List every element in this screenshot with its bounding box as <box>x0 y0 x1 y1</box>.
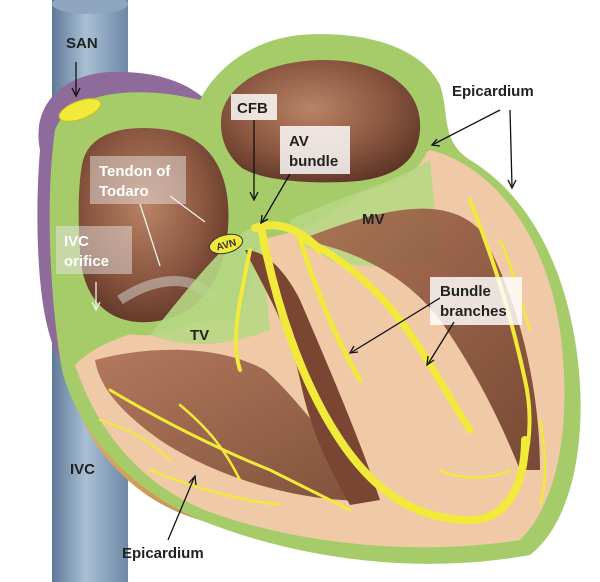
epicardium-top-arrowhead-1 <box>430 138 441 147</box>
bundle-branch-arrow-1 <box>351 297 441 353</box>
av-bundle-label-box <box>280 126 350 174</box>
ivc-orifice-label-line1: IVC <box>64 233 89 250</box>
epicardium-top-arrow-2 <box>509 109 513 187</box>
bundle-branches-label-line2: branches <box>440 303 507 320</box>
cfb-label-box <box>231 94 277 120</box>
mitral-valve-label: MV <box>362 211 385 228</box>
ivc-label: IVC <box>70 461 95 478</box>
epicardium-bottom-label: Epicardium <box>122 545 204 562</box>
bundle-branches-label-box <box>430 277 522 325</box>
epicardium-top-arrowhead-2 <box>507 179 517 190</box>
bundle-branch-arrowhead-2 <box>426 355 435 367</box>
tendon-label-line1: Tendon of <box>99 163 171 180</box>
epicardium-top-label-box <box>447 76 563 102</box>
san-label: SAN <box>66 35 98 52</box>
av-bundle-label-line1: AV <box>289 133 309 150</box>
tricuspid-valve-label: TV <box>190 327 209 344</box>
ivc-orifice-label-box <box>56 226 132 274</box>
cfb-arrowhead <box>249 191 259 202</box>
av-bundle-arrowhead <box>260 214 269 225</box>
tendon-arrow-2 <box>139 203 161 267</box>
bundle-branches-label-line1: Bundle <box>440 283 491 300</box>
av-bundle-label-line2: bundle <box>289 153 338 170</box>
conduction-system <box>99 198 547 525</box>
cfb-label: CFB <box>237 100 268 117</box>
epicardium-bottom-arrowhead <box>188 474 197 486</box>
avn-label: AVN <box>215 237 238 253</box>
bundle-branch-arrow-2 <box>427 321 455 365</box>
ivc-orifice-label-line2: orifice <box>64 253 109 270</box>
sinoatrial-node <box>58 98 102 122</box>
atrioventricular-node: AVN <box>208 233 244 255</box>
left-ventricle-muscle <box>300 208 540 500</box>
bundle-branch-arrowhead-1 <box>348 345 359 354</box>
san-arrowhead <box>71 87 81 98</box>
ivc-orifice-arrowhead <box>91 301 101 312</box>
tricuspid-valve-area <box>150 225 270 345</box>
tendon-label-line2: Todaro <box>99 183 149 200</box>
av-bundle-arrow <box>261 173 291 223</box>
epicardium-top-arrow-1 <box>431 109 501 146</box>
left-atrium-chamber <box>208 48 433 193</box>
tendon-arrow-1 <box>169 195 206 223</box>
epicardium-top-label: Epicardium <box>452 83 534 100</box>
epicardium-bottom-arrow <box>167 477 195 541</box>
